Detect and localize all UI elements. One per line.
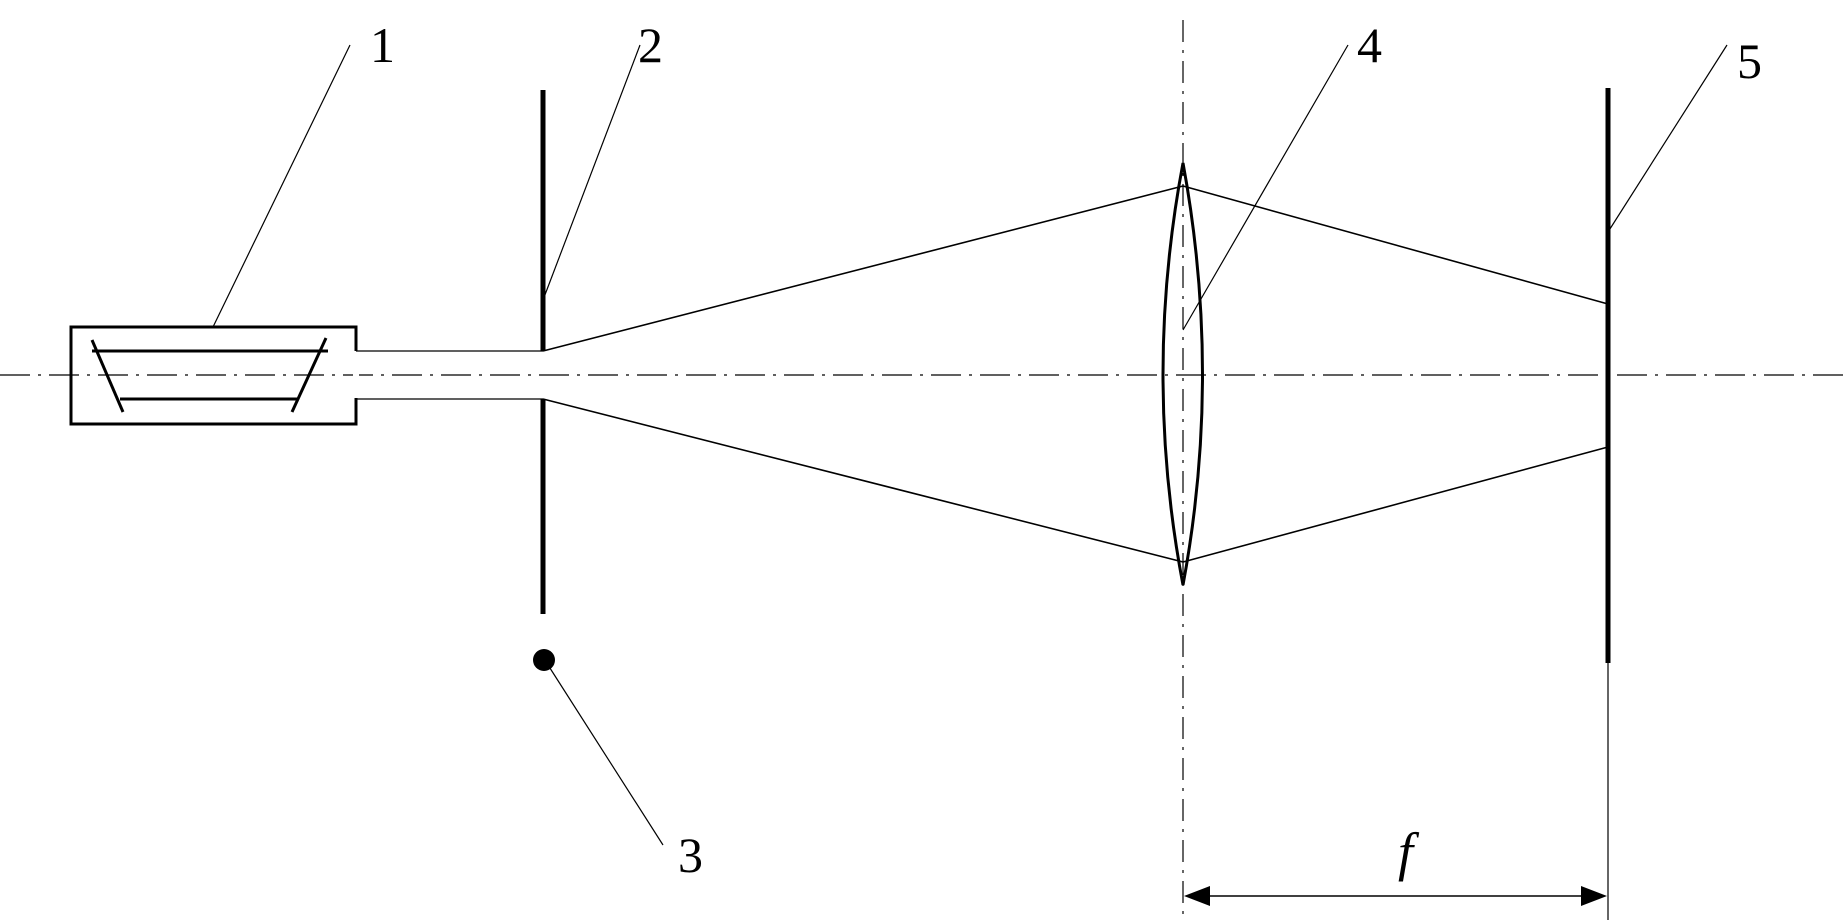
lens-outline (1161, 162, 1204, 586)
ray-upper-1 (542, 185, 1184, 352)
point-object (533, 649, 555, 671)
label-2: 2 (638, 17, 663, 73)
ray-lower-2 (1182, 446, 1609, 563)
label-3: 3 (678, 827, 703, 883)
laser-window-right (290, 337, 328, 413)
label-4: 4 (1357, 17, 1382, 73)
leader-3 (547, 664, 664, 846)
ray-upper-2 (1182, 185, 1609, 305)
leader-5 (1607, 44, 1728, 233)
ray-lower-1 (542, 398, 1184, 563)
arrow-right (1581, 886, 1607, 906)
label-focal-length: f (1398, 822, 1420, 882)
focal-length-dimension (1184, 886, 1607, 906)
leader-4 (1182, 44, 1349, 331)
leader-1 (212, 44, 351, 328)
laser-window-left (90, 339, 125, 413)
label-1: 1 (370, 17, 395, 73)
leader-2 (542, 44, 641, 301)
label-5: 5 (1737, 33, 1762, 89)
arrow-left (1184, 886, 1210, 906)
laser-aperture (353, 351, 359, 398)
lens (1161, 162, 1204, 586)
